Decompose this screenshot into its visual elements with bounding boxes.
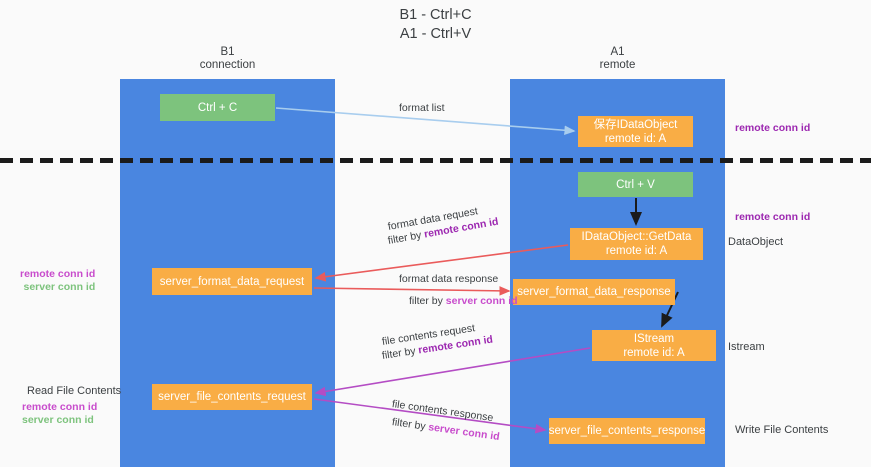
annotation-left-bottom-server: server conn id bbox=[22, 414, 94, 426]
node-server-file-contents-response[interactable]: server_file_contents_response bbox=[549, 418, 705, 444]
lane-header-a1: A1 remote bbox=[510, 46, 725, 72]
node-idataobject-getdata-line1: IDataObject::GetData bbox=[581, 231, 692, 243]
phase-divider bbox=[0, 158, 871, 163]
edge-label-format-data-response-line1: format data response bbox=[399, 273, 499, 285]
node-save-idataobject-line2: remote id: A bbox=[604, 132, 667, 145]
node-istream[interactable]: IStream remote id: A bbox=[592, 330, 716, 361]
edge-label-format-data-response: format data response filter by server co… bbox=[377, 272, 518, 308]
edge-file-contents-response bbox=[313, 398, 547, 434]
node-server-format-data-request[interactable]: server_format_data_request bbox=[152, 268, 312, 295]
node-idataobject-getdata-line2: remote id: A bbox=[605, 245, 668, 257]
node-server-format-data-response-label: server_format_data_response bbox=[517, 286, 671, 298]
node-save-idataobject-line1: 保存IDataObject bbox=[593, 118, 678, 131]
edge-label-format-data-request: format data request filter by remote con… bbox=[387, 205, 500, 248]
lane-header-b1: B1 connection bbox=[120, 46, 335, 72]
edge-format-data-request bbox=[314, 244, 569, 282]
node-ctrl-c[interactable]: Ctrl + C bbox=[160, 94, 275, 121]
node-server-format-data-request-label: server_format_data_request bbox=[159, 275, 305, 288]
node-server-format-data-response[interactable]: server_format_data_response bbox=[513, 279, 675, 305]
node-server-file-contents-response-label: server_file_contents_response bbox=[548, 425, 706, 437]
annotation-remote-conn-id-mid: remote conn id bbox=[735, 211, 811, 223]
node-istream-line1: IStream bbox=[633, 332, 675, 345]
node-server-file-contents-request-label: server_file_contents_request bbox=[158, 391, 306, 403]
edge-label-format-data-response-filter: filter by server conn id bbox=[377, 286, 518, 308]
node-ctrl-v-label: Ctrl + V bbox=[616, 178, 655, 191]
annotation-remote-conn-id-top: remote conn id bbox=[735, 122, 811, 134]
annotation-left-mid-server: server conn id bbox=[23, 281, 96, 293]
node-istream-line2: remote id: A bbox=[623, 346, 685, 359]
lane-header-a1-name: A1 bbox=[610, 46, 625, 58]
annotation-istream: Istream bbox=[728, 341, 765, 353]
node-idataobject-getdata[interactable]: IDataObject::GetData remote id: A bbox=[570, 228, 703, 260]
filter-prefix: filter by bbox=[381, 344, 420, 362]
edge-response-to-istream bbox=[661, 291, 679, 328]
edge-format-data-response bbox=[313, 286, 511, 296]
annotation-left-bottom: remote conn id server conn id bbox=[22, 401, 97, 427]
node-ctrl-v[interactable]: Ctrl + V bbox=[578, 172, 693, 197]
annotation-left-mid-remote: remote conn id bbox=[20, 268, 96, 280]
edge-label-format-list: format list bbox=[399, 101, 445, 115]
edge-file-contents-request bbox=[314, 347, 591, 397]
title-line-2: A1 - Ctrl+V bbox=[399, 26, 472, 42]
lane-header-a1-sub: remote bbox=[599, 59, 636, 71]
edge-label-file-contents-request: file contents request filter by remote c… bbox=[381, 322, 494, 363]
lane-header-b1-name: B1 bbox=[220, 46, 235, 58]
title-line-1: B1 - Ctrl+C bbox=[399, 7, 472, 23]
node-save-idataobject[interactable]: 保存IDataObject remote id: A bbox=[578, 116, 693, 147]
filter-prefix: filter by bbox=[409, 295, 446, 307]
filter-key-server-conn-id: server conn id bbox=[445, 295, 518, 307]
edge-label-format-list-text: format list bbox=[399, 102, 445, 114]
node-ctrl-c-label: Ctrl + C bbox=[197, 101, 238, 114]
annotation-left-bottom-remote: remote conn id bbox=[22, 401, 98, 413]
annotation-left-mid: remote conn id server conn id bbox=[20, 268, 95, 294]
node-server-file-contents-request[interactable]: server_file_contents_request bbox=[152, 384, 312, 410]
edge-label-file-contents-response: file contents response filter by server … bbox=[391, 397, 501, 443]
annotation-read-file-contents: Read File Contents bbox=[27, 385, 122, 397]
page-title: B1 - Ctrl+C A1 - Ctrl+V bbox=[0, 6, 871, 44]
annotation-write-file-contents: Write File Contents bbox=[735, 424, 829, 436]
annotation-dataobject: DataObject bbox=[728, 236, 784, 248]
edge-format-list bbox=[275, 107, 576, 136]
lane-header-b1-sub: connection bbox=[199, 59, 256, 71]
